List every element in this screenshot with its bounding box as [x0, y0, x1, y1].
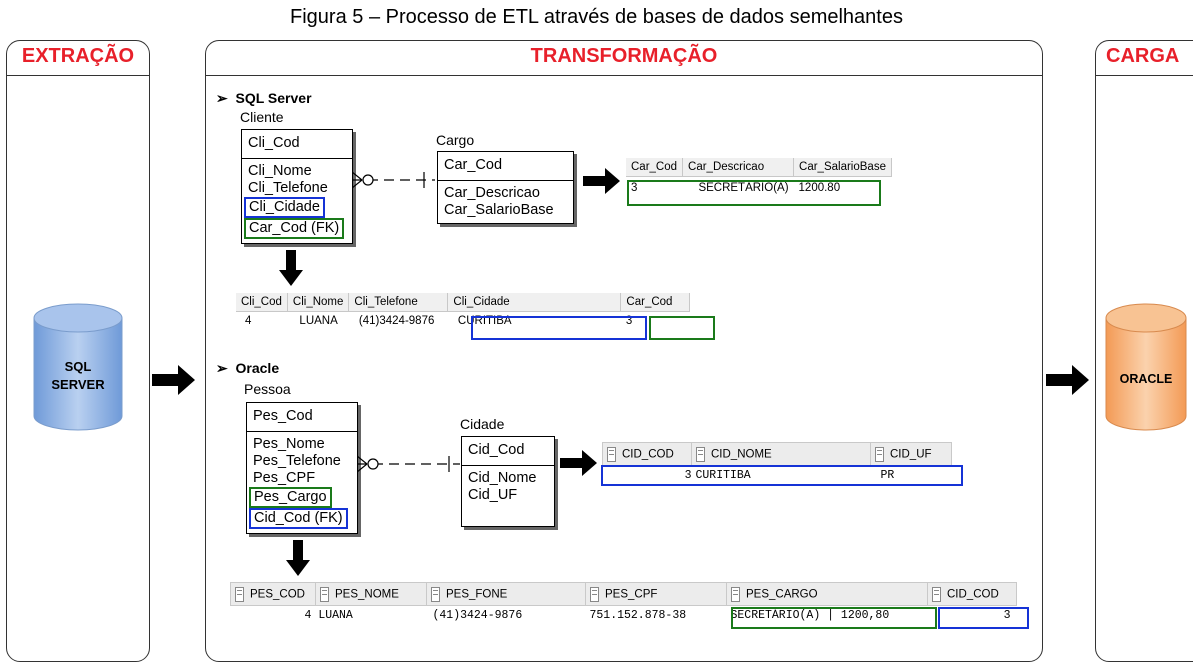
pessoa-entity: Pes_Cod Pes_Nome Pes_Telefone Pes_CPF Pe…	[246, 402, 358, 534]
table-header: PES_COD	[230, 582, 316, 606]
cliente-entity: Cli_Cod Cli_Nome Cli_Telefone Cli_Cidade…	[241, 129, 353, 244]
table-cell: 3	[684, 469, 692, 482]
cliente-attr: Cli_Nome	[248, 163, 312, 179]
table-cell: (41)3424-9876	[432, 609, 523, 622]
pessoa-pk: Pes_Cod	[247, 403, 357, 432]
cargo-attr: Car_Descricao	[444, 185, 540, 201]
table-header: CID_NOME	[691, 442, 871, 466]
cidade-attr: Cid_Nome	[468, 470, 537, 486]
carcod-cell-highlight	[649, 316, 715, 340]
sql-server-db-label: SQL SERVER	[51, 359, 105, 392]
cidade-attr: Cid_UF	[468, 487, 518, 503]
cidcod-cell-highlight	[938, 607, 1029, 629]
sql-server-database-icon	[33, 303, 123, 431]
column-icon	[932, 586, 941, 602]
table-cell: (41)3424-9876	[358, 315, 435, 327]
cliente-attr-highlight-blue: Cli_Cidade	[244, 197, 325, 218]
table-header: Cli_Telefone	[348, 293, 449, 312]
cidade-pk: Cid_Cod	[462, 437, 554, 466]
table-row: 4 LUANA (41)3424-9876 751.152.878-38 SEC…	[231, 606, 1017, 626]
table-cell: 4	[245, 315, 252, 327]
cliente-attr: Cli_Telefone	[248, 180, 328, 196]
table-header: Cli_Nome	[287, 293, 350, 312]
table-header: Car_SalarioBase	[793, 158, 892, 177]
sql-server-heading: ➢ SQL Server	[216, 90, 312, 106]
table-header: Cli_Cod	[236, 293, 288, 312]
cargo-attr: Car_SalarioBase	[444, 202, 554, 218]
pessoa-entity-name: Pessoa	[244, 381, 291, 397]
cidade-to-table-arrow	[560, 450, 597, 476]
load-arrow	[1046, 365, 1089, 395]
table-header: Car_Descricao	[682, 158, 795, 177]
cliente-pk: Cli_Cod	[242, 130, 352, 159]
table-cell: 3	[625, 315, 633, 327]
column-icon	[431, 586, 440, 602]
cargo-row-highlight	[627, 180, 881, 206]
column-icon	[607, 446, 616, 462]
table-header: PES_CPF	[585, 582, 727, 606]
pessoa-attr-highlight-blue: Cid_Cod (FK)	[249, 508, 348, 529]
cliente-attr-highlight-green: Car_Cod (FK)	[244, 218, 345, 239]
transformation-title: TRANSFORMAÇÃO	[530, 45, 718, 67]
table-header: PES_FONE	[426, 582, 586, 606]
table-cell: SECRETÁRIO(A) | 1200,80	[730, 609, 890, 622]
cargo-cell-highlight	[731, 607, 937, 629]
cidade-cell-highlight	[471, 316, 647, 340]
table-cell: LUANA	[299, 315, 338, 327]
table-cell: 3	[631, 182, 638, 194]
table-cell: CURITIBA	[695, 469, 751, 482]
cargo-entity-name: Cargo	[436, 132, 475, 148]
pessoa-result-table: PES_COD PES_NOME PES_FONE PES_CPF PES_CA…	[230, 582, 1017, 625]
extract-arrow	[152, 365, 195, 395]
cidade-entity-name: Cidade	[460, 416, 505, 432]
table-row: 3 SECRETÁRIO(A) 1200.80	[626, 177, 891, 200]
column-icon	[875, 446, 884, 462]
table-header: Car_Cod	[620, 293, 691, 312]
table-header: Cli_Cidade	[447, 293, 622, 312]
cidade-row-highlight	[601, 465, 963, 486]
column-icon	[731, 586, 740, 602]
cidade-result-table: CID_COD CID_NOME CID_UF 3 CURITIBA PR	[602, 442, 952, 485]
cargo-pk: Car_Cod	[438, 152, 573, 181]
table-cell: 751.152.878-38	[589, 609, 687, 622]
pessoa-attr: Pes_Nome	[253, 436, 325, 452]
table-header: PES_CARGO	[726, 582, 928, 606]
table-header: CID_COD	[602, 442, 692, 466]
table-header: Car_Cod	[626, 158, 684, 177]
load-title: CARGA	[1106, 45, 1180, 67]
pessoa-attr: Pes_CPF	[253, 470, 316, 486]
table-header: CID_COD	[927, 582, 1017, 606]
table-cell: SECRETÁRIO(A)	[698, 182, 789, 194]
column-icon	[235, 586, 244, 602]
table-row: 3 CURITIBA PR	[603, 466, 952, 486]
table-cell: 1200.80	[798, 182, 841, 194]
pessoa-cidade-relationship	[357, 455, 460, 473]
table-header: PES_NOME	[315, 582, 427, 606]
pessoa-attr-highlight-green: Pes_Cargo	[249, 487, 332, 508]
column-icon	[590, 586, 599, 602]
pessoa-attr: Pes_Telefone	[253, 453, 341, 469]
oracle-heading: ➢ Oracle	[216, 360, 280, 376]
cliente-down-arrow	[279, 250, 303, 286]
column-icon	[696, 446, 705, 462]
pessoa-down-arrow	[286, 540, 310, 576]
table-cell: PR	[880, 469, 895, 482]
oracle-database-icon	[1105, 303, 1187, 431]
cidade-entity: Cid_Cod Cid_Nome Cid_UF	[461, 436, 555, 527]
cargo-to-table-arrow	[583, 168, 620, 194]
table-cell: 4 LUANA	[304, 609, 353, 622]
table-cell: 3	[1003, 609, 1011, 622]
cliente-cargo-relationship	[352, 171, 435, 189]
cliente-result-table: Cli_Cod Cli_Nome Cli_Telefone Cli_Cidade…	[236, 293, 691, 330]
extraction-title: EXTRAÇÃO	[21, 45, 135, 67]
oracle-db-label: ORACLE	[1119, 372, 1173, 386]
table-header: CID_UF	[870, 442, 952, 466]
cliente-entity-name: Cliente	[240, 109, 284, 125]
cargo-entity: Car_Cod Car_Descricao Car_SalarioBase	[437, 151, 574, 224]
column-icon	[320, 586, 329, 602]
cargo-result-table: Car_Cod Car_Descricao Car_SalarioBase 3 …	[626, 158, 892, 199]
figure-caption: Figura 5 – Processo de ETL através de ba…	[290, 6, 903, 28]
